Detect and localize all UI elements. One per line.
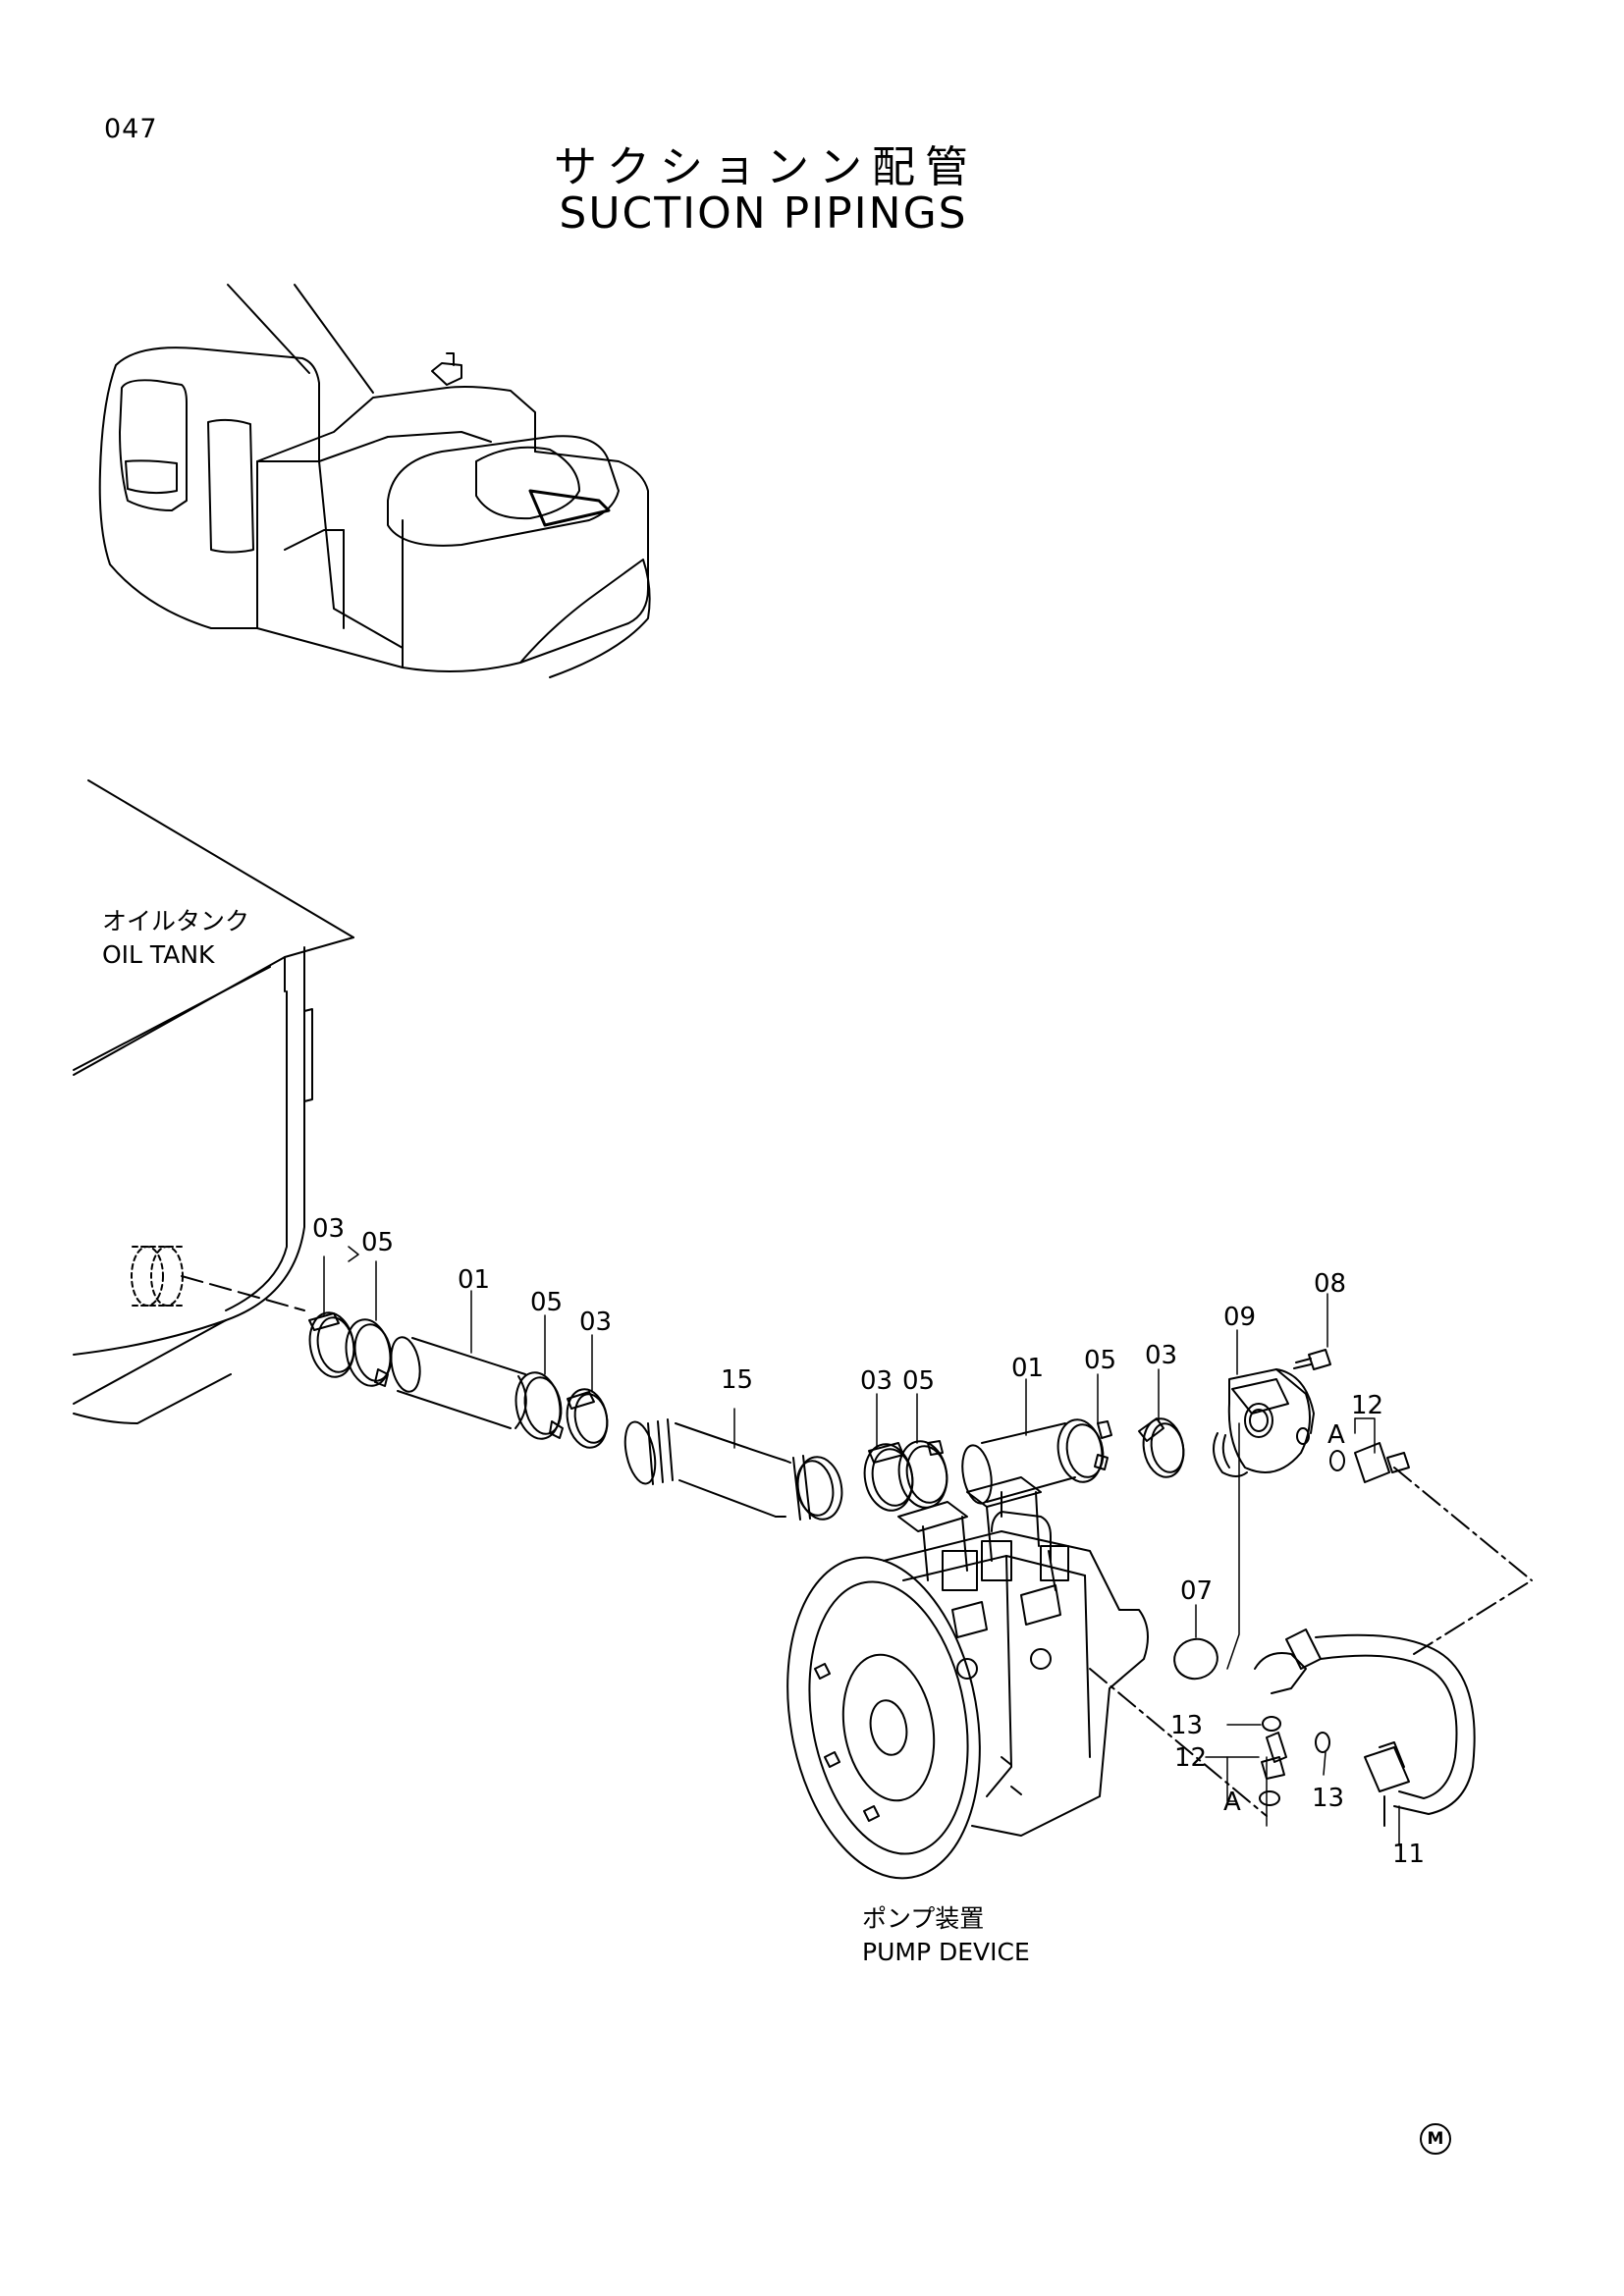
callout-12: 12 [1174, 1743, 1208, 1773]
callout-05: 05 [361, 1228, 395, 1257]
callout-03: 03 [1145, 1341, 1178, 1370]
connector-12-b [1205, 1716, 1330, 1806]
pump-device [786, 1476, 1268, 1880]
page-title-english: SUCTION PIPINGS [559, 188, 968, 239]
hose-band-03-a [308, 1255, 355, 1378]
hose-01-a [390, 1290, 527, 1429]
ref-tag-a: A [1223, 1788, 1241, 1817]
callout-13: 13 [1312, 1784, 1345, 1813]
page-title-japanese: サクションン配管 [554, 142, 978, 192]
oil-tank-label-en: OIL TANK [102, 940, 215, 969]
hose-band-05-b [514, 1314, 564, 1440]
oil-tank-label: オイルタンク OIL TANK [102, 905, 249, 972]
hose-11 [1254, 1579, 1533, 1846]
hose-15 [623, 1408, 843, 1521]
o-ring-07 [1173, 1604, 1218, 1681]
ref-tag-a: A [1327, 1420, 1345, 1450]
oil-tank [73, 779, 354, 1424]
callout-15: 15 [721, 1365, 754, 1395]
callout-12: 12 [1351, 1391, 1384, 1420]
callout-09: 09 [1223, 1303, 1257, 1332]
callout-13: 13 [1170, 1711, 1204, 1740]
page-number: 047 [104, 114, 158, 144]
callout-05: 05 [902, 1366, 936, 1396]
hose-band-03-b [566, 1334, 609, 1449]
callout-08: 08 [1314, 1269, 1347, 1299]
connector-12-a [1329, 1417, 1533, 1581]
callout-05: 05 [530, 1288, 564, 1317]
pump-device-label-jp: ポンプ装置 [862, 1904, 985, 1933]
hose-band-03-c [863, 1393, 914, 1512]
callout-07: 07 [1180, 1576, 1214, 1606]
excavator-overview [98, 284, 651, 678]
flange-09 [1213, 1329, 1315, 1670]
callout-01: 01 [458, 1265, 491, 1295]
bolt-08 [1293, 1293, 1331, 1370]
callout-01: 01 [1011, 1354, 1045, 1383]
callout-03: 03 [312, 1214, 346, 1244]
callout-03: 03 [860, 1366, 893, 1396]
pump-device-label-en: PUMP DEVICE [862, 1938, 1030, 1966]
pump-device-label: ポンプ装置 PUMP DEVICE [862, 1902, 1030, 1969]
m-mark-icon: M [1420, 2123, 1451, 2155]
hose-band-03-d [1138, 1368, 1185, 1478]
hose-band-05-c [897, 1393, 948, 1509]
callout-05: 05 [1084, 1346, 1117, 1375]
callout-03: 03 [579, 1308, 613, 1337]
hose-band-05-d [1056, 1373, 1112, 1483]
callout-11: 11 [1392, 1840, 1426, 1869]
oil-tank-label-jp: オイルタンク [102, 907, 250, 935]
hose-band-05-a [345, 1246, 393, 1387]
